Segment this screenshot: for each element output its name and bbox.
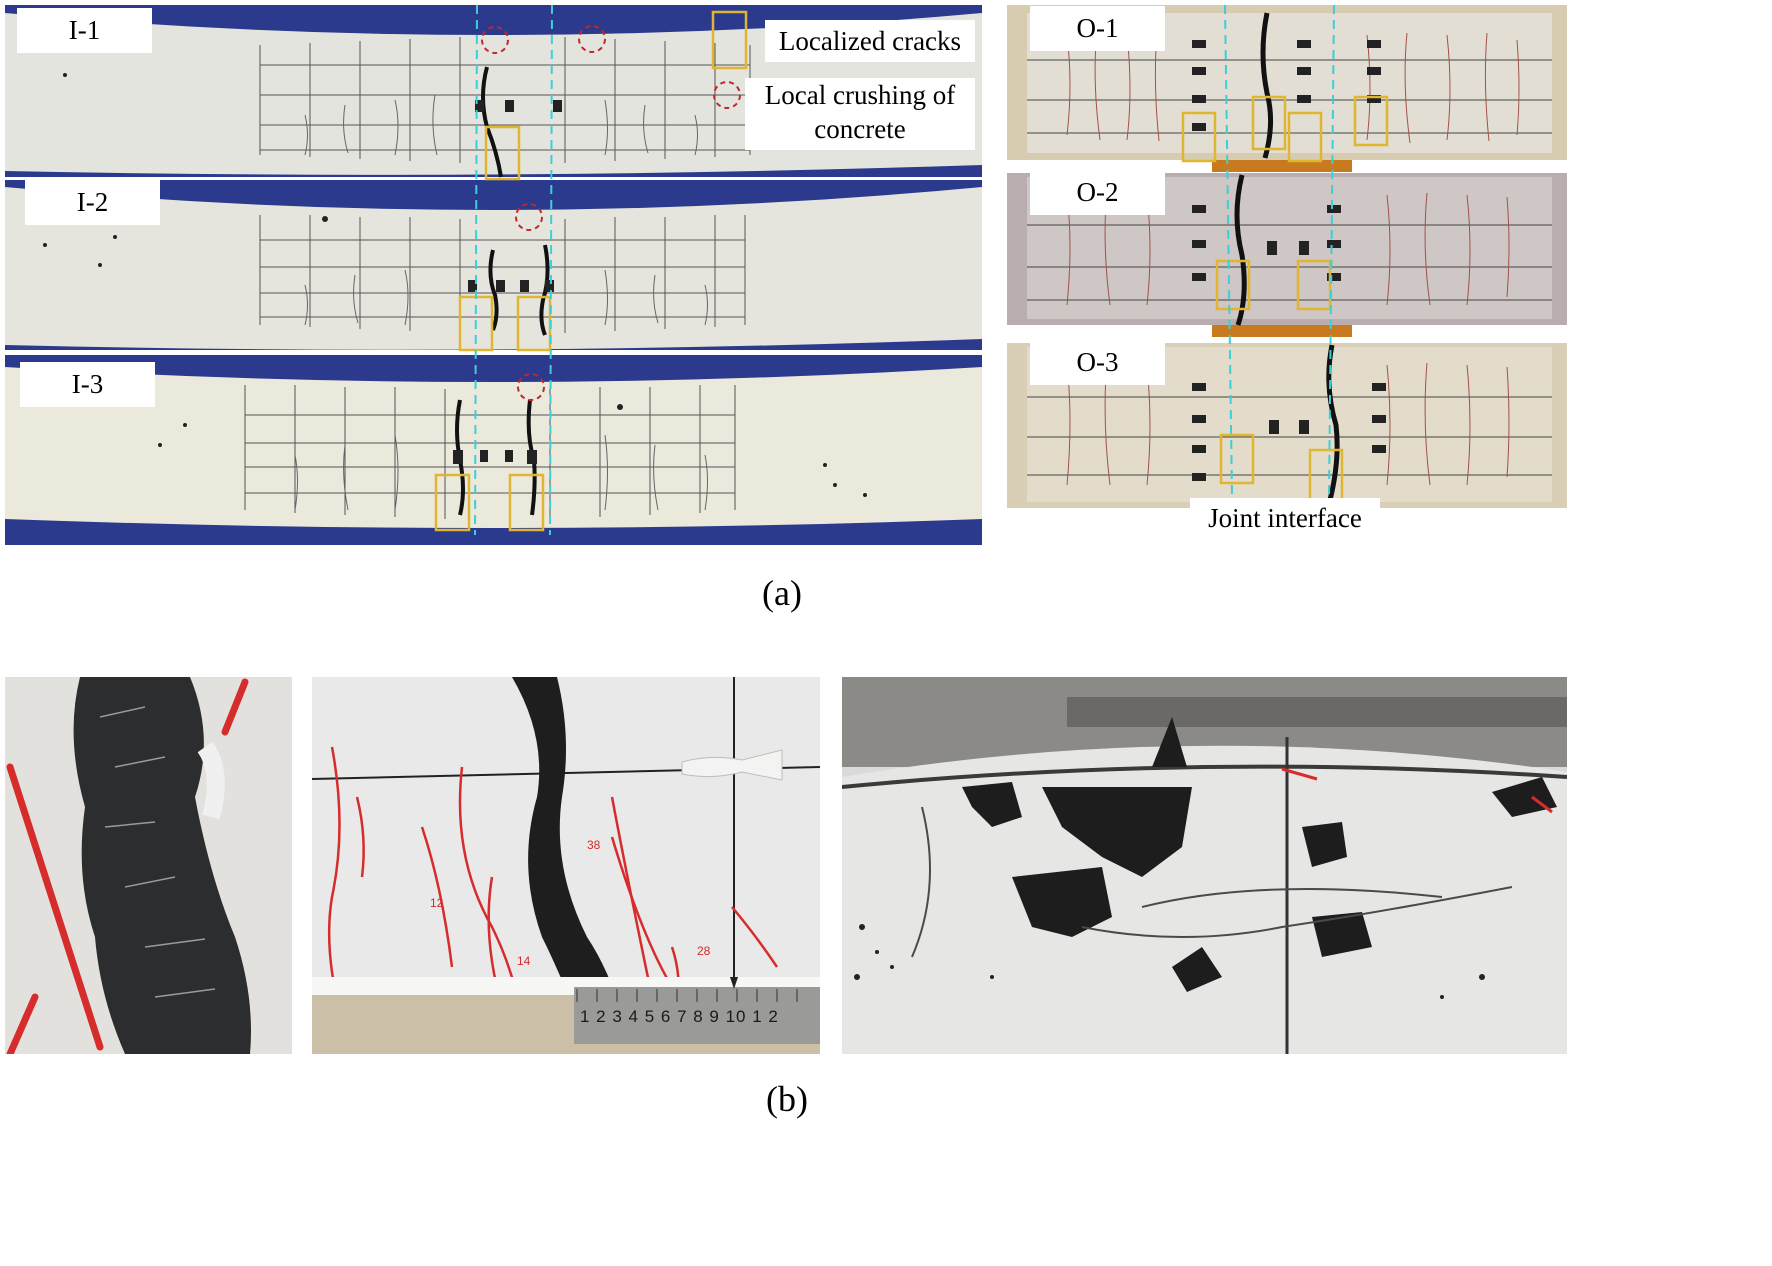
fiber-bridged-crack-image	[5, 677, 292, 1054]
main-crack-with-ruler-image: 38 12 14 28 1 2 3 4 5 6 7 8 9 10 1 2	[312, 677, 820, 1054]
specimen-label-o2: O-2	[1030, 170, 1165, 215]
specimen-label-o3: O-3	[1030, 340, 1165, 385]
i-series-photo-composite	[5, 5, 982, 545]
specimen-label-i3: I-3	[20, 362, 155, 407]
panel-b-photo-1-crack-fibers	[5, 677, 292, 1054]
annotation-local-crushing-line2: concrete	[814, 114, 906, 144]
annotation-joint-interface: Joint interface	[1190, 498, 1380, 538]
specimen-label-i1: I-1	[17, 8, 152, 53]
crack-mark-2: 12	[430, 896, 444, 910]
panel-b-caption: (b)	[766, 1079, 808, 1119]
crack-mark-4: 28	[697, 944, 711, 958]
annotation-localized-cracks: Localized cracks	[765, 20, 975, 62]
concrete-crushing-image	[842, 677, 1567, 1054]
specimen-label-i2: I-2	[25, 180, 160, 225]
panel-a-caption: (a)	[762, 573, 802, 613]
annotation-local-crushing-line1: Local crushing of	[764, 80, 956, 110]
panel-a-right-photos	[1007, 5, 1567, 515]
panel-a-left-photos	[5, 5, 982, 545]
ruler-numbers: 1 2 3 4 5 6 7 8 9 10 1 2	[580, 1007, 779, 1026]
panel-b-photo-2-crack-ruler: 38 12 14 28 1 2 3 4 5 6 7 8 9 10 1 2	[312, 677, 820, 1054]
annotation-local-crushing: Local crushing of concrete	[745, 78, 975, 150]
crack-mark-3: 14	[517, 954, 531, 968]
crack-mark-1: 38	[587, 838, 601, 852]
o-series-photo-composite	[1007, 5, 1567, 508]
specimen-label-o1: O-1	[1030, 6, 1165, 51]
panel-b-photo-3-crushing	[842, 677, 1567, 1054]
